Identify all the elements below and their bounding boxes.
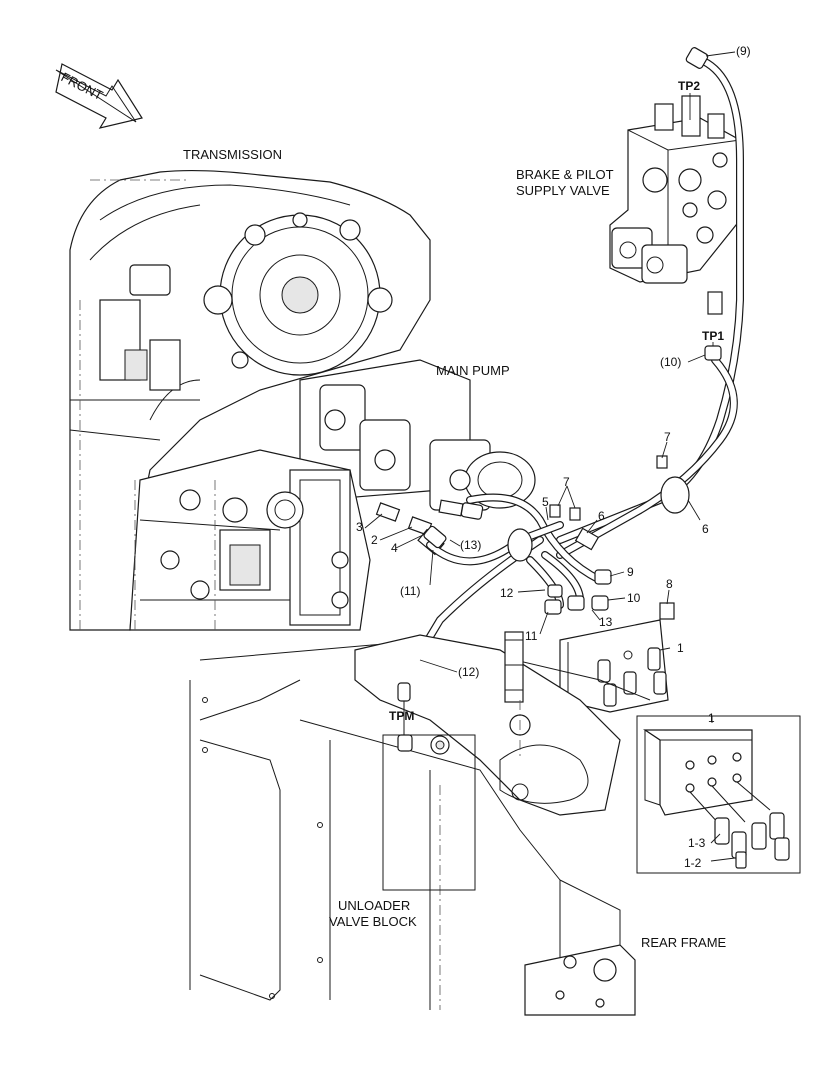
callout-12-paren: (12) [458, 665, 479, 679]
leader-lines [364, 51, 736, 862]
callout-13: 13 [599, 615, 613, 629]
test-port-tp2-label: TP2 [678, 79, 700, 93]
callout-7-upper: 7 [664, 430, 671, 444]
diagram-text: TRANSMISSION MAIN PUMP BRAKE & PILOT SUP… [183, 44, 751, 950]
callout-4: 4 [391, 541, 398, 555]
callout-10-paren: (10) [660, 355, 681, 369]
hose-clamps [507, 455, 690, 562]
unloader-label-line1: UNLOADER [338, 898, 410, 913]
test-port-tp1-label: TP1 [702, 329, 724, 343]
brake-pilot-valve-drawing [609, 95, 741, 315]
callout-10: 10 [627, 591, 641, 605]
transmission-drawing [69, 169, 431, 631]
callout-1: 1 [677, 641, 684, 655]
unloader-label-line2: VALVE BLOCK [329, 914, 417, 929]
callout-5: 5 [542, 495, 549, 509]
callout-8: 8 [666, 577, 673, 591]
callout-1-3: 1-3 [688, 836, 706, 850]
transmission-label: TRANSMISSION [183, 147, 282, 162]
test-port-tpm-label: TPM [389, 709, 414, 723]
callout-9: 9 [627, 565, 634, 579]
rear-frame-drawing [189, 631, 651, 1016]
callout-1-2: 1-2 [684, 856, 702, 870]
brake-pilot-label-line2: SUPPLY VALVE [516, 183, 610, 198]
callout-1-inset: 1 [708, 711, 715, 725]
callout-13-paren: (13) [460, 538, 481, 552]
pump-fittings [375, 499, 464, 556]
main-pump-label: MAIN PUMP [436, 363, 510, 378]
brake-pilot-label-line1: BRAKE & PILOT [516, 167, 614, 182]
callout-9-paren: (9) [736, 44, 751, 58]
hose-end-fittings [399, 47, 722, 670]
callout-11-paren: (11) [400, 584, 420, 598]
unloader-valve-box [382, 682, 476, 891]
test-port-bracket [559, 619, 669, 713]
callout-6-left: 6 [598, 509, 605, 523]
control-valve-drawing [129, 449, 371, 631]
detail-inset [636, 715, 801, 874]
front-arrow: FRONT [55, 63, 143, 129]
rear-frame-label: REAR FRAME [641, 935, 727, 950]
callout-7-lower: 7 [563, 475, 570, 489]
callout-11: 11 [525, 629, 538, 643]
callout-3: 3 [356, 520, 363, 534]
callout-6-right: 6 [702, 522, 709, 536]
callout-12: 12 [500, 586, 514, 600]
main-pump-drawing [299, 359, 536, 511]
callout-2: 2 [371, 533, 378, 547]
